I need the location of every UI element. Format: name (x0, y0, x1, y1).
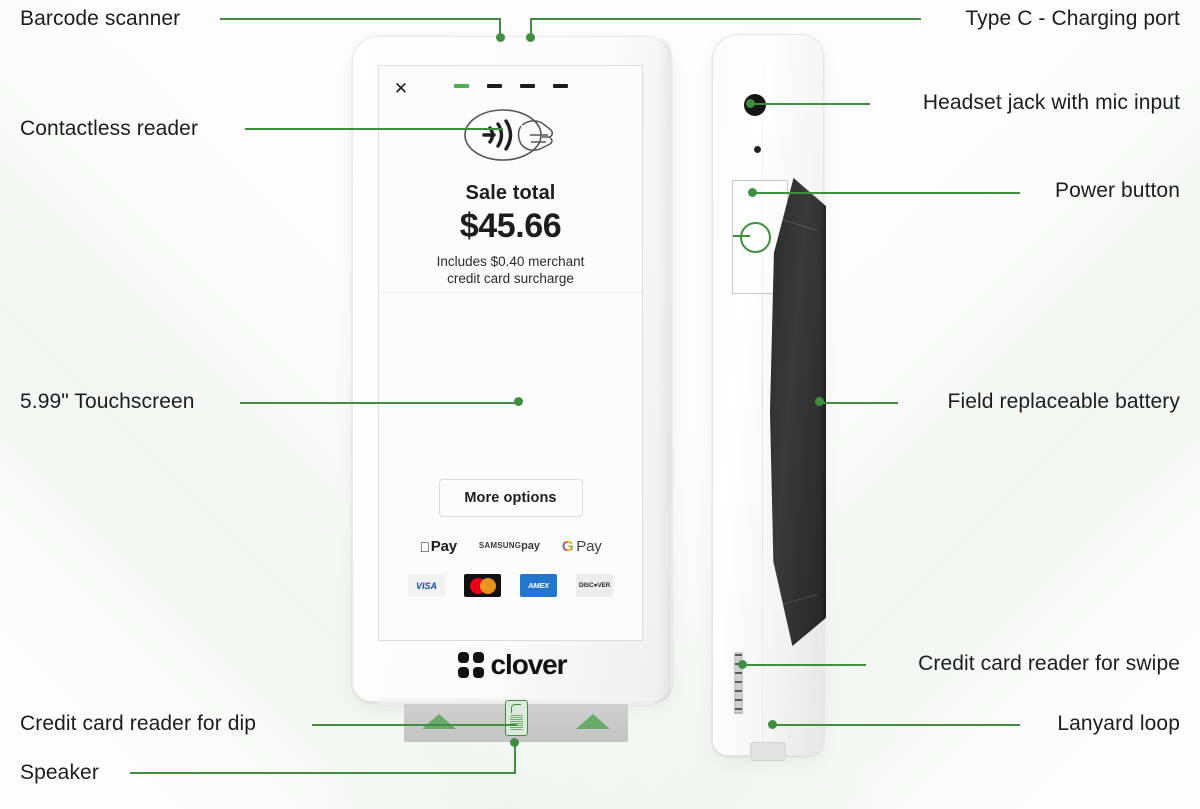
apple-icon:  (419, 539, 430, 555)
surcharge-note: Includes $0.40 merchant credit card surc… (379, 254, 642, 288)
step-indicator (379, 84, 642, 88)
leader-line-contactless-reader (245, 128, 503, 130)
device-front-view: ✕ (352, 36, 672, 702)
callout-label-contactless-reader: Contactless reader (20, 117, 199, 140)
mastercard-logo (464, 574, 501, 597)
chip-card-icon (505, 700, 528, 736)
lanyard-loop-opening (750, 742, 786, 761)
leader-line-swipe-reader (742, 664, 866, 666)
callout-label-touchscreen: 5.99" Touchscreen (20, 390, 195, 413)
clover-brand: clover (353, 649, 671, 681)
callout-label-lanyard-loop: Lanyard loop (1057, 712, 1180, 735)
samsung-pay-line-1: SAMSUNG (473, 541, 521, 551)
callout-label-charging-port: Type C - Charging port (965, 7, 1180, 30)
apple-pay-logo: Pay (419, 538, 457, 555)
close-icon[interactable]: ✕ (393, 79, 409, 98)
google-g-icon: G (562, 538, 574, 555)
samsung-pay-line-2: pay (516, 539, 540, 552)
leader-line-dip-reader (312, 724, 517, 726)
amex-logo: AMEX (520, 574, 557, 597)
leader-dot-headset-jack (746, 99, 755, 108)
leader-line-touchscreen (240, 402, 522, 404)
callout-label-dip-reader: Credit card reader for dip (20, 712, 257, 735)
callout-label-swipe-reader: Credit card reader for swipe (918, 652, 1180, 675)
leader-line-barcode-scanner (220, 18, 500, 20)
step-dash-2 (486, 84, 502, 88)
apple-pay-label: Pay (425, 538, 457, 555)
google-pay-label: Pay (571, 538, 601, 555)
step-dash-1 (453, 84, 469, 88)
leader-line-speaker (130, 772, 516, 774)
callout-label-headset-jack: Headset jack with mic input (922, 91, 1180, 114)
leader-vline-speaker (514, 742, 516, 773)
side-seam-line (762, 36, 763, 754)
leader-dot-barcode-scanner (496, 33, 505, 42)
leader-vline-barcode-scanner (499, 18, 501, 38)
leader-dot-speaker (510, 738, 519, 747)
surcharge-line-1: Includes $0.40 merchant (436, 254, 585, 269)
mastercard-circles-icon (469, 577, 496, 594)
leader-line-charging-port (531, 18, 921, 20)
swipe-card-reader-slot[interactable] (734, 652, 743, 714)
card-network-logos: VISA AMEX DISC●VER (379, 574, 642, 597)
microphone-hole-icon (754, 146, 761, 153)
callout-label-battery: Field replaceable battery (947, 390, 1180, 413)
device-side-view (712, 34, 826, 761)
visa-logo: VISA (408, 574, 445, 597)
leader-line-headset-jack (750, 103, 870, 105)
callout-label-barcode-scanner: Barcode scanner (20, 7, 181, 30)
clover-wordmark: clover (490, 649, 568, 680)
clover-logo-icon (457, 652, 484, 678)
samsung-pay-logo: SAMSUNG pay (473, 539, 540, 553)
screen-divider (379, 292, 642, 293)
surcharge-line-2: credit card surcharge (447, 270, 574, 286)
leader-dot-charging-port (526, 33, 535, 42)
leader-dot-swipe-reader (738, 660, 747, 669)
discover-logo: DISC●VER (576, 574, 613, 597)
leader-dot-lanyard-loop (768, 720, 777, 729)
step-dash-3 (519, 84, 535, 88)
sale-summary: Sale total $45.66 Includes $0.40 merchan… (379, 182, 642, 288)
contactless-reader-icon (458, 104, 564, 166)
dip-arrow-left-icon (422, 714, 456, 729)
dip-arrow-right-icon (576, 714, 610, 729)
leader-line-battery (820, 402, 898, 404)
leader-vline-charging-port (530, 18, 532, 38)
leader-dot-power-button (748, 188, 757, 197)
leader-dot-battery (815, 397, 824, 406)
sale-amount: $45.66 (459, 207, 562, 245)
leader-line-lanyard-loop (772, 724, 1020, 726)
step-dash-4 (552, 84, 568, 88)
sale-total-label: Sale total (465, 182, 556, 204)
leader-dot-touchscreen (514, 397, 523, 406)
callout-label-power-button: Power button (1055, 179, 1180, 202)
leader-line-power-button (752, 192, 1020, 194)
device-touchscreen[interactable]: ✕ (378, 65, 643, 641)
hand-grip-strap (770, 178, 826, 646)
callout-label-speaker: Speaker (20, 761, 99, 784)
more-options-button[interactable]: More options (438, 479, 583, 517)
power-button-icon[interactable] (733, 222, 771, 253)
